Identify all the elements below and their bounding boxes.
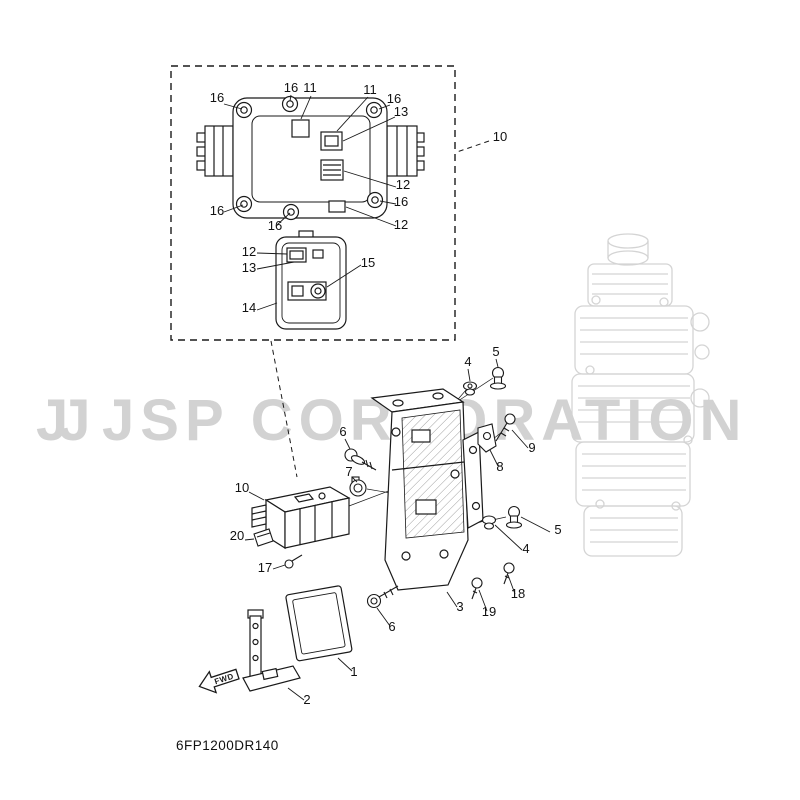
callout-16-top-left: 16 [210,90,224,105]
bolt-part6-upper [344,448,377,471]
callout-4-right: 4 [522,541,529,556]
callout-5-right: 5 [554,522,561,537]
callout-12-a: 12 [396,177,410,192]
leader-lines [223,94,551,701]
grommet-part4-upper [462,381,478,396]
clamp-part7 [349,476,367,497]
engine-block-backdrop [571,233,710,557]
callout-12-b: 12 [394,217,408,232]
callout-16-top-right: 16 [387,91,401,106]
callout-5-top: 5 [492,344,499,359]
callout-11-a: 11 [303,80,317,95]
callout-1: 1 [350,664,357,679]
bracket-part8 [477,423,497,453]
fwd-arrow: FWD [198,668,240,694]
damper-part5-upper [489,366,507,390]
callout-15: 15 [361,255,375,270]
diagram-code: 6FP1200DR140 [176,738,279,753]
callout-6-upper: 6 [339,424,346,439]
callout-9: 9 [528,440,535,455]
bolt-part6-lower [366,585,399,609]
callouts-main-assembly: 4 5 6 9 8 7 10 5 4 20 17 3 18 19 6 1 2 [230,344,562,707]
callout-16-top-center: 16 [284,80,298,95]
screw-part17 [284,554,303,569]
callout-14: 14 [242,300,256,315]
callout-13-a: 13 [394,104,408,119]
damper-part5-right [505,505,523,529]
callout-4-top: 4 [464,354,471,369]
callout-16-bottom-right: 16 [394,194,408,209]
callouts-detail-box: 16 16 11 11 16 13 10 12 16 16 16 12 12 1… [210,80,507,315]
grommet-part4-right [481,515,497,530]
callout-10-inset-ref: 10 [493,129,507,144]
pad-part20 [253,528,274,547]
callout-2: 2 [303,692,310,707]
bracket-part2 [242,609,301,692]
callout-16-bottom-left: 16 [210,203,224,218]
watermark-logo: JJ [36,388,87,453]
ecu-top-view [196,95,425,221]
callout-3: 3 [456,599,463,614]
callout-19: 19 [482,604,496,619]
callout-8: 8 [496,459,503,474]
callout-16-bottom-center: 16 [268,218,282,233]
callout-7: 7 [345,464,352,479]
callout-12-c: 12 [242,244,256,259]
ecu-part10 [251,486,351,550]
screw-part9 [495,413,516,442]
detail-inset-box [170,65,490,478]
callout-17: 17 [258,560,272,575]
bolt-part18 [503,562,515,585]
callout-20: 20 [230,528,244,543]
bracket-part3 [370,388,484,591]
plate-part1 [285,585,353,662]
callout-18: 18 [511,586,525,601]
callout-6-lower: 6 [388,619,395,634]
callout-11-b: 11 [363,82,377,97]
bolt-part19 [471,577,483,600]
callout-13-b: 13 [242,260,256,275]
callout-10-ecu: 10 [235,480,249,495]
regulator-detail-view [275,230,347,330]
